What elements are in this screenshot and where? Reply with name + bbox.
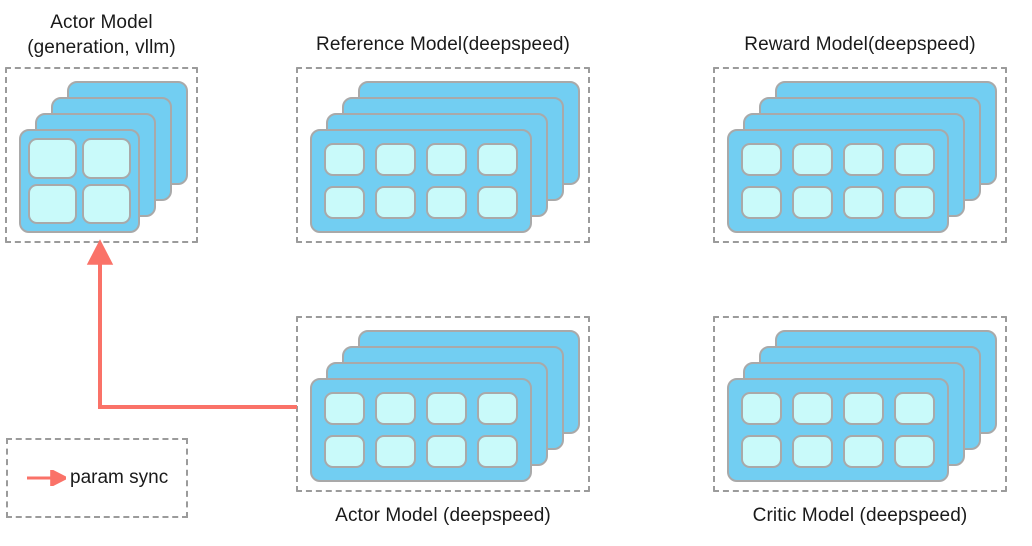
- gpu-cell: [324, 186, 365, 219]
- model-card-front: [727, 129, 949, 233]
- card-stack-reference: [298, 69, 588, 241]
- gpu-cell: [843, 143, 884, 176]
- gpu-cell: [894, 143, 935, 176]
- card-stack-actor-vllm: [7, 69, 196, 241]
- group-title-actor-vllm: Actor Model (generation, vllm): [27, 12, 176, 58]
- gpu-cell: [324, 392, 365, 425]
- group-title-reference: Reference Model(deepspeed): [316, 34, 570, 55]
- gpu-cell: [741, 392, 782, 425]
- legend-label-param-sync: param sync: [70, 467, 169, 488]
- gpu-cell: [375, 186, 416, 219]
- gpu-cell: [477, 392, 518, 425]
- gpu-cell: [28, 138, 77, 179]
- group-box-actor-vllm[interactable]: [5, 67, 198, 243]
- group-title-actor-deepspeed: Actor Model (deepspeed): [335, 505, 551, 526]
- gpu-cell: [426, 186, 467, 219]
- gpu-grid: [312, 380, 530, 480]
- gpu-cell: [426, 392, 467, 425]
- gpu-cell: [741, 186, 782, 219]
- gpu-cell: [894, 186, 935, 219]
- param-sync-arrow-path: [86, 239, 297, 409]
- gpu-cell: [324, 143, 365, 176]
- gpu-cell: [792, 143, 833, 176]
- card-stack-reward: [715, 69, 1005, 241]
- gpu-cell: [843, 186, 884, 219]
- gpu-cell: [375, 143, 416, 176]
- gpu-cell: [894, 435, 935, 468]
- gpu-cell: [741, 435, 782, 468]
- gpu-cell: [792, 186, 833, 219]
- group-title-reward: Reward Model(deepspeed): [744, 34, 976, 55]
- group-title-critic: Critic Model (deepspeed): [752, 505, 968, 526]
- gpu-cell: [894, 392, 935, 425]
- gpu-grid: [729, 131, 947, 231]
- gpu-cell: [426, 143, 467, 176]
- legend: param sync: [6, 438, 188, 518]
- model-card-front: [19, 129, 140, 233]
- gpu-grid: [21, 131, 138, 231]
- gpu-cell: [324, 435, 365, 468]
- gpu-cell: [375, 435, 416, 468]
- gpu-grid: [729, 380, 947, 480]
- gpu-cell: [426, 435, 467, 468]
- model-card-front: [727, 378, 949, 482]
- gpu-cell: [792, 435, 833, 468]
- gpu-cell: [477, 186, 518, 219]
- gpu-cell: [792, 392, 833, 425]
- group-box-reference[interactable]: [296, 67, 590, 243]
- card-stack-critic: [715, 318, 1005, 490]
- gpu-cell: [28, 183, 77, 224]
- gpu-cell: [82, 138, 131, 179]
- gpu-grid: [312, 131, 530, 231]
- gpu-cell: [477, 143, 518, 176]
- gpu-cell: [82, 183, 131, 224]
- model-card-front: [310, 378, 532, 482]
- param-sync-legend-icon: [27, 470, 66, 486]
- group-box-reward[interactable]: [713, 67, 1007, 243]
- gpu-cell: [843, 392, 884, 425]
- card-stack-actor-deepspeed: [298, 318, 588, 490]
- gpu-cell: [843, 435, 884, 468]
- group-box-critic[interactable]: [713, 316, 1007, 492]
- model-card-front: [310, 129, 532, 233]
- gpu-cell: [375, 392, 416, 425]
- gpu-cell: [477, 435, 518, 468]
- group-box-actor-deepspeed[interactable]: [296, 316, 590, 492]
- gpu-cell: [741, 143, 782, 176]
